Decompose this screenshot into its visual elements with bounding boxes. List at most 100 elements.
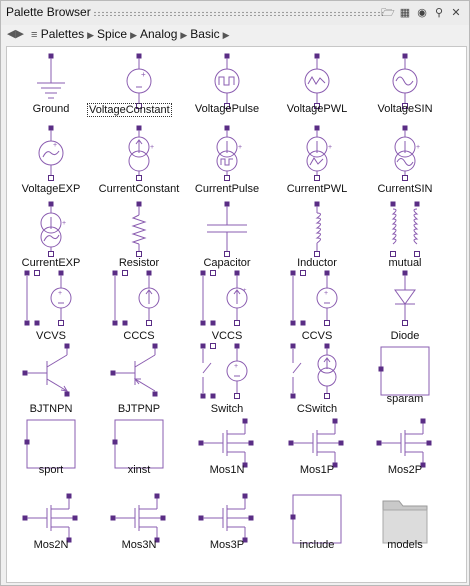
palette-item-label: Inductor (297, 257, 337, 269)
voltagesin-symbol-icon (392, 53, 418, 109)
grid-icon[interactable]: ▦ (399, 7, 411, 19)
palette-item-bjtnpn[interactable]: BJTNPN (7, 343, 95, 417)
cccs-symbol-icon (112, 270, 160, 326)
palette-item-currentpulse[interactable]: +CurrentPulse (183, 123, 271, 197)
title-bar[interactable]: Palette Browser 🗁 ▦ ◉ ⚲ ✕ (1, 1, 469, 25)
palette-item-label: CSwitch (296, 403, 338, 415)
binoculars-icon[interactable]: ◉ (417, 7, 427, 19)
breadcrumb: ◀▶ ≡ Palettes▶Spice▶Analog▶Basic▶ (1, 25, 469, 45)
search-icon[interactable]: ⚲ (434, 7, 444, 19)
palette-item-mos2p[interactable]: Mos2P (361, 416, 449, 490)
palette-item-diode[interactable]: Diode (361, 270, 449, 344)
palette-item-vccs[interactable]: +VCCS (183, 270, 271, 344)
drag-grip[interactable] (93, 11, 383, 16)
resistor-symbol-icon (131, 201, 147, 257)
palette-item-sport[interactable]: sport (7, 416, 95, 490)
currentpwl-symbol-icon: + (306, 125, 332, 181)
mos2n-symbol-icon (22, 493, 78, 543)
palette-item-capacitor[interactable]: Capacitor (183, 197, 271, 271)
voltageexp-symbol-icon: + (38, 125, 64, 181)
palette-item-mos1p[interactable]: Mos1P (273, 416, 361, 490)
capacitor-symbol-icon (207, 201, 247, 257)
svg-text:+: + (141, 70, 146, 79)
palette-item-mos1n[interactable]: Mos1N (183, 416, 271, 490)
palette-item-label: Diode (390, 330, 420, 342)
back-arrow-icon[interactable]: ◀ (7, 28, 16, 40)
palette-item-ccvs[interactable]: +CCVS (273, 270, 361, 344)
palette-item-label: VoltagePulse (194, 103, 260, 115)
forward-arrow-icon[interactable]: ▶ (15, 28, 24, 40)
palette-item-label: include (299, 539, 335, 551)
palette-item-sparam[interactable]: sparam (361, 343, 449, 417)
ground-symbol-icon (37, 53, 65, 99)
folder-icon (382, 500, 428, 544)
palette-item-cswitch[interactable]: CSwitch (273, 343, 361, 417)
close-icon[interactable]: ✕ (451, 7, 461, 19)
currentsin-symbol-icon: + (394, 125, 420, 181)
palette-item-label: models (387, 539, 423, 551)
breadcrumb-item-analog[interactable]: Analog (140, 27, 178, 41)
palette-item-currentsin[interactable]: +CurrentSIN (361, 123, 449, 197)
svg-text:+: + (328, 144, 332, 151)
palette-item-cccs[interactable]: CCCS (95, 270, 183, 344)
palette-item-voltagepulse[interactable]: VoltagePulse (183, 49, 271, 123)
chevron-right-icon[interactable]: ▶ (222, 30, 230, 40)
mos2p-symbol-icon (376, 418, 432, 468)
palette-item-label: VoltagePWL (286, 103, 348, 115)
palette-item-voltagepwl[interactable]: VoltagePWL (273, 49, 361, 123)
palette-item-label: VCVS (36, 330, 66, 342)
palette-item-mos3p[interactable]: Mos3P (183, 491, 271, 565)
ccvs-symbol-icon: + (290, 270, 338, 326)
window-title: Palette Browser (6, 5, 91, 19)
palette-item-switch[interactable]: +Switch (183, 343, 271, 417)
chevron-right-icon: ▶ (87, 30, 95, 40)
palette-item-label: CurrentPWL (286, 183, 348, 195)
palette-item-label: CurrentConstant (98, 183, 180, 195)
palette-item-voltageexp[interactable]: +VoltageEXP (7, 123, 95, 197)
palette-item-label: Mos2N (33, 539, 69, 551)
palette-item-voltagesin[interactable]: VoltageSIN (361, 49, 449, 123)
palette-item-label: mutual (388, 257, 422, 269)
palette-item-ground[interactable]: Ground (7, 49, 95, 123)
palette-item-include[interactable]: include (273, 491, 361, 565)
breadcrumb-item-palettes[interactable]: Palettes (40, 27, 85, 41)
palette-item-mutual[interactable]: mutual (361, 197, 449, 271)
palette-item-label: Resistor (118, 257, 160, 269)
palette-item-models[interactable]: models (361, 491, 449, 565)
cswitch-symbol-icon (290, 343, 337, 399)
breadcrumb-item-basic[interactable]: Basic (190, 27, 220, 41)
palette-item-mos2n[interactable]: Mos2N (7, 491, 95, 565)
palette-item-currentexp[interactable]: + CurrentEXP (7, 197, 95, 271)
palette-item-label: Mos1N (209, 464, 245, 476)
svg-text:+: + (150, 144, 154, 151)
palette-item-label: Capacitor (203, 257, 251, 269)
palette-item-resistor[interactable]: Resistor (95, 197, 183, 271)
palette-item-label: Switch (210, 403, 244, 415)
palette-item-currentpwl[interactable]: + CurrentPWL (273, 123, 361, 197)
palette-item-voltageconstant[interactable]: +VoltageConstant (87, 49, 183, 123)
palette-item-vcvs[interactable]: +VCVS (7, 270, 95, 344)
palette-item-bjtpnp[interactable]: BJTPNP (95, 343, 183, 417)
svg-text:+: + (238, 144, 242, 151)
palette-item-label: xinst (127, 464, 151, 476)
svg-text:+: + (53, 142, 57, 149)
list-icon: ≡ (31, 29, 38, 41)
mos1n-symbol-icon (198, 418, 254, 468)
palette-item-label: CurrentEXP (21, 257, 81, 269)
palette-item-label: BJTNPN (29, 403, 73, 415)
palette-item-label: sport (38, 464, 64, 476)
palette-item-label: sparam (386, 393, 424, 405)
mutual-symbol-icon (390, 201, 420, 257)
palette-item-label: VoltageSIN (377, 103, 433, 115)
palette-item-mos3n[interactable]: Mos3N (95, 491, 183, 565)
folder-open-icon[interactable]: 🗁 (381, 7, 395, 19)
breadcrumb-item-spice[interactable]: Spice (97, 27, 128, 41)
palette-item-xinst[interactable]: xinst (95, 416, 183, 490)
chevron-right-icon: ▶ (180, 30, 188, 40)
palette-item-currentconstant[interactable]: + CurrentConstant (95, 123, 183, 197)
vccs-symbol-icon: + (200, 270, 248, 326)
svg-text:+: + (62, 220, 66, 227)
palette-item-inductor[interactable]: Inductor (273, 197, 361, 271)
